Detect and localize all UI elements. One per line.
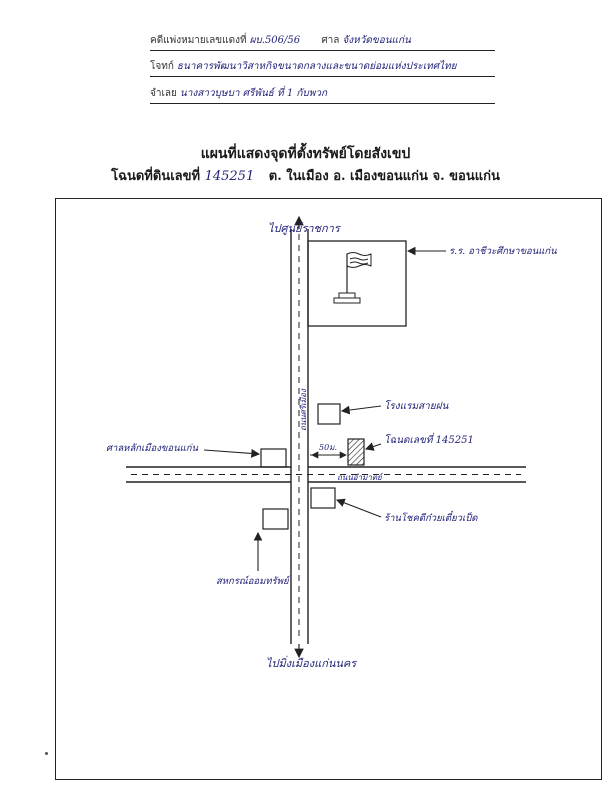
plaintiff-value: ธนาคารพัฒนาวิสาหกิจขนาดกลางและขนาดย่อมแห… (176, 61, 457, 72)
defendant-label: จำเลย (150, 88, 177, 99)
restaurant-pointer (335, 498, 382, 518)
horizontal-road (126, 466, 526, 483)
defendant-line: จำเลยนางสาวบุษบา ศรีพันธ์ ที่ 1 กับพวก (150, 87, 495, 104)
restaurant-building (310, 487, 336, 509)
shrine-building (260, 448, 287, 468)
horizontal-road-label: ถนนอำมาตย์ (337, 472, 384, 482)
page-speck (45, 752, 48, 755)
land-label: โฉนดเลขที่ 145251 (384, 432, 474, 446)
hotel-label: โรงแรมสายฝน (384, 400, 449, 412)
plaintiff-line: โจทก์ธนาคารพัฒนาวิสาหกิจขนาดกลางและขนาดย… (150, 60, 495, 77)
south-road-label: ไปมิ่งเมืองแก่นนคร (266, 655, 358, 670)
cooperative-building (262, 508, 289, 530)
page-subtitle: โฉนดที่ดินเลขที่ 145251 ต. ในเมือง อ. เม… (0, 165, 611, 186)
flag-icon (333, 252, 372, 304)
map-frame: 50ม. ไปศูนย์ราชการ ไปมิ่งเมืองแก่นนคร ร.… (55, 198, 602, 780)
court-label: ศาล (321, 35, 340, 46)
page-title: แผนที่แสดงจุดที่ตั้งทรัพย์โดยสังเขป (200, 146, 411, 162)
deed-number: 145251 (204, 169, 255, 184)
school-label: ร.ร. อาชีวะศึกษาขอนแก่น (449, 245, 557, 257)
folio-value: ผบ.506/56 (249, 35, 301, 46)
court-value: จังหวัดขอนแก่น (342, 35, 411, 46)
folio-label: คดีแพ่งหมายเลขแดงที่ (150, 35, 247, 46)
deed-label: โฉนดที่ดินเลขที่ (111, 169, 201, 184)
plaintiff-label: โจทก์ (150, 61, 174, 72)
distance-label: 50ม. (319, 443, 337, 452)
land-plot (347, 438, 365, 466)
vertical-road (290, 229, 309, 644)
restaurant-label: ร้านโชคดีก๋วยเตี๋ยวเป็ด (384, 511, 478, 524)
hotel-building (317, 403, 341, 425)
shrine-pointer (203, 449, 261, 458)
cooperative-label: สหกรณ์ออมทรัพย์ (216, 575, 291, 587)
school-compound (307, 240, 407, 327)
location-text: ต. ในเมือง อ. เมืองขอนแก่น จ. ขอนแก่น (268, 169, 500, 184)
north-road-label: ไปศูนย์ราชการ (268, 222, 342, 235)
shrine-label: ศาลหลักเมืองขอนแก่น (106, 443, 198, 454)
folio-line: คดีแพ่งหมายเลขแดงที่ผบ.506/56 ศาลจังหวัด… (150, 34, 495, 51)
defendant-value: นางสาวบุษบา ศรีพันธ์ ที่ 1 กับพวก (179, 88, 328, 99)
location-map: 50ม. ไปศูนย์ราชการ ไปมิ่งเมืองแก่นนคร ร.… (106, 215, 557, 670)
vertical-road-label: ถนนศรีเมือง (299, 388, 308, 431)
land-pointer (364, 442, 382, 451)
hotel-pointer (340, 405, 382, 415)
